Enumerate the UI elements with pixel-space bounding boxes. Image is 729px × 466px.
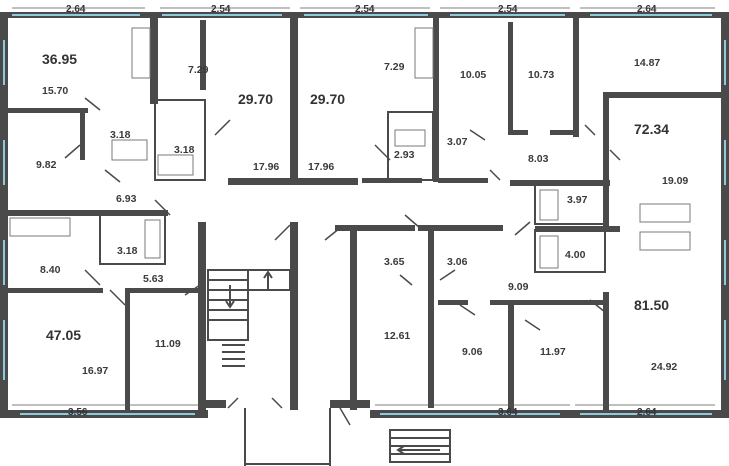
room-area: 3.18 bbox=[117, 245, 138, 257]
room-area: 17.96 bbox=[308, 161, 334, 173]
room-area: 3.18 bbox=[110, 129, 131, 141]
room-area: 10.73 bbox=[528, 69, 554, 81]
room-area: 3.07 bbox=[447, 136, 468, 148]
room-area: 15.70 bbox=[42, 85, 68, 97]
apartment-total: 29.70 bbox=[310, 91, 345, 107]
room-area: 14.87 bbox=[634, 57, 660, 69]
room-areas: 15.70 7.29 3.18 3.18 9.82 6.93 17.96 17.… bbox=[36, 57, 688, 377]
stair-arrow-icon bbox=[225, 270, 440, 455]
dimensions-top: 2.64 2.54 2.54 2.54 2.64 bbox=[66, 4, 657, 15]
room-area: 24.92 bbox=[651, 361, 677, 373]
room-area: 8.03 bbox=[528, 153, 549, 165]
room-area: 5.63 bbox=[143, 273, 164, 285]
apartment-total: 29.70 bbox=[238, 91, 273, 107]
room-area: 3.18 bbox=[174, 144, 195, 156]
dim-top-3: 2.54 bbox=[355, 4, 375, 15]
room-area: 9.06 bbox=[462, 346, 483, 358]
room-area: 9.09 bbox=[508, 281, 529, 293]
windows bbox=[3, 14, 726, 415]
room-area: 6.93 bbox=[116, 193, 137, 205]
dim-bottom-2: 3.64 bbox=[498, 407, 518, 418]
door-swings bbox=[64, 97, 621, 426]
dim-top-4: 2.54 bbox=[498, 4, 518, 15]
room-area: 19.09 bbox=[662, 175, 688, 187]
dim-top-2: 2.54 bbox=[211, 4, 231, 15]
room-area: 3.65 bbox=[384, 256, 405, 268]
room-area: 9.82 bbox=[36, 159, 57, 171]
room-area: 11.97 bbox=[540, 346, 566, 358]
apartment-total: 36.95 bbox=[42, 51, 77, 67]
room-area: 7.29 bbox=[188, 64, 209, 76]
room-area: 8.40 bbox=[40, 264, 61, 276]
dim-top-1: 2.64 bbox=[66, 4, 86, 15]
apartment-totals: 36.95 29.70 29.70 72.34 47.05 81.50 bbox=[42, 51, 669, 343]
interior-walls bbox=[8, 12, 721, 410]
room-area: 11.09 bbox=[155, 338, 181, 350]
dim-bottom-3: 2.64 bbox=[637, 407, 657, 418]
room-area: 17.96 bbox=[253, 161, 279, 173]
apartment-total: 81.50 bbox=[634, 297, 669, 313]
partitions bbox=[99, 99, 606, 466]
room-area: 3.97 bbox=[567, 194, 588, 206]
dim-top-5: 2.64 bbox=[637, 4, 657, 15]
room-area: 7.29 bbox=[384, 61, 405, 73]
room-area: 2.93 bbox=[394, 149, 415, 161]
room-area: 3.06 bbox=[447, 256, 468, 268]
dimension-lines bbox=[12, 7, 715, 406]
room-area: 12.61 bbox=[384, 330, 410, 342]
apartment-total: 72.34 bbox=[634, 121, 669, 137]
apartment-total: 47.05 bbox=[46, 327, 81, 343]
dimensions-bottom: 3.56 3.64 2.64 bbox=[68, 407, 657, 418]
dim-bottom-1: 3.56 bbox=[68, 407, 88, 418]
room-area: 10.05 bbox=[460, 69, 486, 81]
kitchen-fixtures bbox=[9, 27, 691, 269]
room-area: 4.00 bbox=[565, 249, 586, 261]
room-area: 16.97 bbox=[82, 365, 108, 377]
